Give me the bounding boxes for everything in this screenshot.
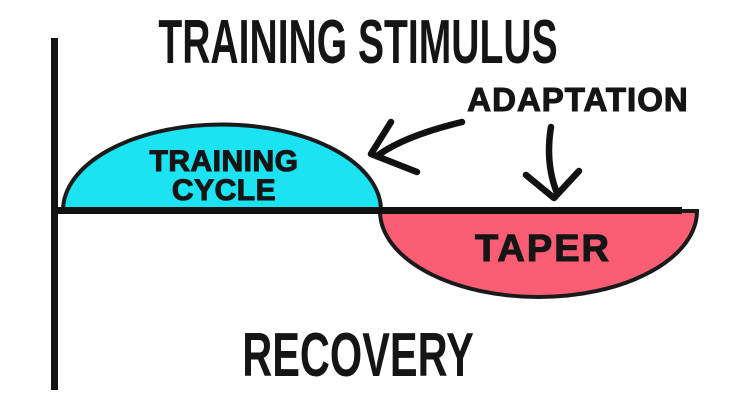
adaptation-arrow-left-head-icon: [367, 118, 421, 176]
title-training-stimulus: TRAINING STIMULUS: [158, 8, 558, 77]
training-cycle-label: TRAINING CYCLE: [149, 145, 299, 207]
horizontal-axis: [51, 207, 682, 214]
adaptation-label: ADAPTATION: [467, 81, 689, 118]
adaptation-arrow-down-head-icon: [522, 167, 583, 202]
training-cycle-label-line1: TRAINING: [149, 145, 299, 178]
recovery-label: RECOVERY: [242, 321, 474, 390]
taper-shape: [377, 209, 700, 299]
training-cycle-label-line2: CYCLE: [171, 174, 277, 207]
adaptation-arrow-left: [373, 118, 466, 160]
training-cycle-shape: [60, 122, 384, 213]
taper-label: TAPER: [474, 228, 611, 270]
adaptation-arrow-down: [545, 123, 561, 197]
